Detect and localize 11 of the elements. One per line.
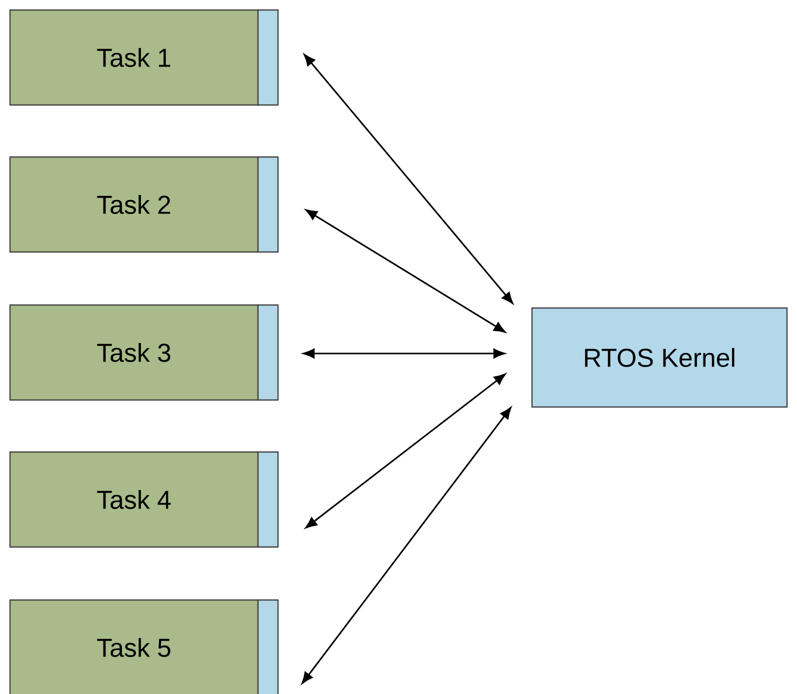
task-box: Task 3 bbox=[9, 304, 279, 401]
kernel-box: RTOS Kernel bbox=[531, 307, 788, 408]
task-box: Task 1 bbox=[9, 9, 279, 106]
arrow bbox=[305, 374, 506, 528]
task-box: Task 4 bbox=[9, 451, 279, 548]
arrow bbox=[304, 54, 514, 304]
arrow bbox=[302, 348, 506, 358]
task-box: Task 2 bbox=[9, 156, 279, 253]
task-box: Task 5 bbox=[9, 599, 279, 694]
arrow bbox=[302, 407, 512, 684]
arrow bbox=[306, 209, 506, 333]
